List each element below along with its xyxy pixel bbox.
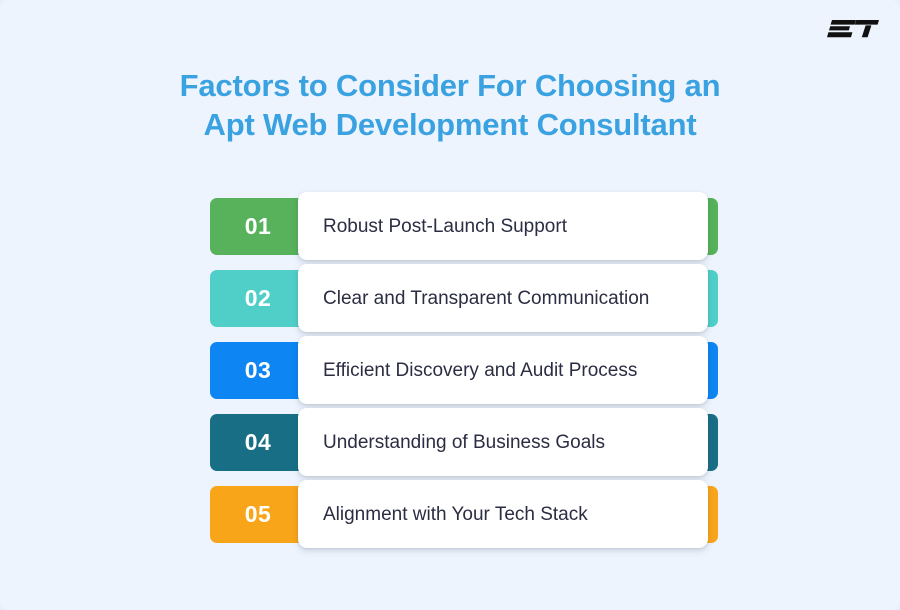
list-item[interactable]: Robust Post-Launch Support 01 [210,192,720,264]
list-item[interactable]: Alignment with Your Tech Stack 05 [210,480,720,552]
list-item-card[interactable]: Alignment with Your Tech Stack [298,480,708,548]
list-item-label: Robust Post-Launch Support [323,215,567,237]
list-item-label: Clear and Transparent Communication [323,287,650,309]
list-item-card[interactable]: Understanding of Business Goals [298,408,708,476]
list-item-card[interactable]: Clear and Transparent Communication [298,264,708,332]
page-title-line-2: Apt Web Development Consultant [203,107,697,142]
factors-list: Robust Post-Launch Support 01 Clear and … [210,192,720,552]
list-item-card[interactable]: Efficient Discovery and Audit Process [298,336,708,404]
list-item-card[interactable]: Robust Post-Launch Support [298,192,708,260]
list-item[interactable]: Clear and Transparent Communication 02 [210,264,720,336]
page-title: Factors to Consider For Choosing an Apt … [0,66,900,144]
list-item-label: Efficient Discovery and Audit Process [323,359,638,381]
page-title-line-1: Factors to Consider For Choosing an [179,68,721,103]
list-item-label: Understanding of Business Goals [323,431,605,453]
list-item[interactable]: Understanding of Business Goals 04 [210,408,720,480]
list-item-label: Alignment with Your Tech Stack [323,503,588,525]
list-item[interactable]: Efficient Discovery and Audit Process 03 [210,336,720,408]
et-wordmark-logo [822,12,882,46]
